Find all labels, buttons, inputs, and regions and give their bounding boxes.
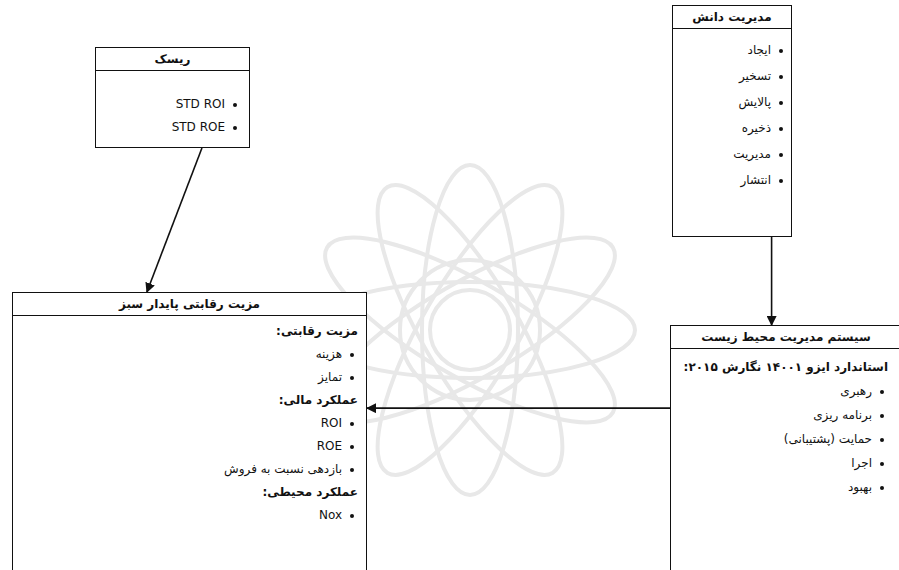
- list-item: STD ROI: [176, 93, 225, 116]
- process-box: مدیریت دانش ایجادتسخیرپالایشذخیرهمدیریتان…: [672, 5, 792, 237]
- heading-text: سیستم مدیریت محیط زیست: [701, 330, 870, 344]
- group-heading-row: عملکرد محیطی:: [13, 481, 366, 504]
- bullet-dot: [779, 49, 783, 53]
- list-item: ایجاد: [748, 37, 771, 63]
- bullet-dot: [779, 153, 783, 157]
- list-item: برنامه ریزی: [813, 403, 872, 427]
- heading-text: ریسک: [155, 52, 191, 66]
- bullet-dot: [880, 414, 884, 418]
- list-item: ROI: [321, 412, 342, 435]
- list-item: ROE: [317, 435, 342, 458]
- box-heading: سیستم مدیریت محیط زیست: [671, 326, 899, 349]
- bullet-dot: [779, 101, 783, 105]
- arrow-connector: [147, 148, 202, 292]
- list-item: حمایت (پشتیبانی): [784, 427, 872, 451]
- arrow-connector: [367, 407, 670, 409]
- bullet-dot: [350, 376, 354, 380]
- bullet-row: ROE: [13, 435, 366, 458]
- group-heading-row: عملکرد مالی:: [13, 389, 366, 412]
- bullet-row: اجرا: [671, 451, 899, 475]
- heading-text: مدیریت دانش: [692, 10, 771, 24]
- bullet-row: بازدهی نسبت به فروش: [13, 458, 366, 481]
- bullet-row: ROI: [13, 412, 366, 435]
- bullet-row: پالایش: [673, 89, 791, 115]
- list-item: بازدهی نسبت به فروش: [224, 458, 342, 481]
- group-heading: عملکرد مالی:: [279, 389, 358, 412]
- list-item: ذخیره: [742, 115, 771, 141]
- box-heading: ریسک: [96, 48, 249, 71]
- bullet-dot: [350, 422, 354, 426]
- bullet-row: انتشار: [673, 167, 791, 193]
- bullet-dot: [880, 486, 884, 490]
- list-item: هزینه: [316, 343, 342, 366]
- list-item: انتشار: [741, 167, 771, 193]
- bullet-dot: [350, 353, 354, 357]
- list-item: رهبری: [840, 379, 872, 403]
- bullet-row: STD ROE: [96, 116, 249, 139]
- list-item: بهبود: [848, 475, 872, 499]
- bullet-row: ایجاد: [673, 37, 791, 63]
- process-box: مزیت رقابتی پایدار سبز مزیت رقابتی:هزینهت…: [12, 292, 367, 570]
- group-heading-row: استاندارد ایزو ۱۴۰۰۱ نگارش ۲۰۱۵:: [671, 355, 899, 379]
- bullet-dot: [779, 127, 783, 131]
- bullet-row: برنامه ریزی: [671, 403, 899, 427]
- group-heading-row: مزیت رقابتی:: [13, 320, 366, 343]
- list-item: تمایز: [318, 366, 342, 389]
- bullet-dot: [880, 390, 884, 394]
- group-heading: مزیت رقابتی:: [276, 320, 358, 343]
- bullet-row: بهبود: [671, 475, 899, 499]
- heading-text: مزیت رقابتی پایدار سبز: [119, 297, 260, 311]
- bullet-dot: [233, 103, 237, 107]
- bullet-dot: [350, 514, 354, 518]
- list-item: مدیریت: [733, 141, 771, 167]
- bullet-row: تسخیر: [673, 63, 791, 89]
- process-box: سیستم مدیریت محیط زیست استاندارد ایزو ۱۴۰…: [670, 325, 899, 570]
- bullet-dot: [880, 462, 884, 466]
- list-item: Nox: [319, 504, 342, 527]
- list-item: تسخیر: [739, 63, 771, 89]
- bullet-dot: [779, 75, 783, 79]
- list-item: پالایش: [739, 89, 771, 115]
- bullet-row: تمایز: [13, 366, 366, 389]
- bullet-row: رهبری: [671, 379, 899, 403]
- bullet-dot: [233, 126, 237, 130]
- group-heading: عملکرد محیطی:: [262, 481, 358, 504]
- list-item: STD ROE: [172, 116, 225, 139]
- process-box: ریسک STD ROISTD ROE: [95, 47, 250, 148]
- group-heading: استاندارد ایزو ۱۴۰۰۱ نگارش ۲۰۱۵:: [684, 355, 888, 379]
- bullet-dot: [350, 468, 354, 472]
- box-heading: مزیت رقابتی پایدار سبز: [13, 293, 366, 316]
- bullet-row: مدیریت: [673, 141, 791, 167]
- arrow-connector: [771, 237, 773, 325]
- bullet-row: حمایت (پشتیبانی): [671, 427, 899, 451]
- bullet-row: Nox: [13, 504, 366, 527]
- box-heading: مدیریت دانش: [673, 6, 791, 29]
- list-item: اجرا: [851, 451, 872, 475]
- bullet-row: STD ROI: [96, 93, 249, 116]
- bullet-row: هزینه: [13, 343, 366, 366]
- bullet-row: ذخیره: [673, 115, 791, 141]
- bullet-dot: [350, 445, 354, 449]
- bullet-dot: [880, 438, 884, 442]
- bullet-dot: [779, 179, 783, 183]
